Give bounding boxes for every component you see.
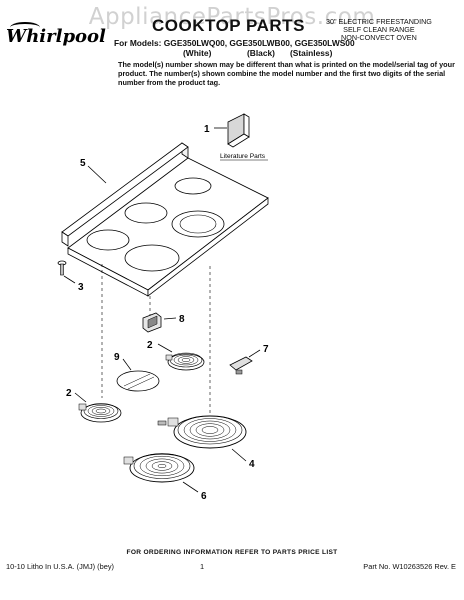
model-notice: The model(s) number shown may be differe… [118,60,455,87]
insulation-pad[interactable] [116,370,160,392]
model-list: For Models: GGE350LWQ00, GGE350LWB00, GG… [114,38,355,48]
part-number: Part No. W10263526 Rev. E [363,562,456,571]
cooktop-glass[interactable] [61,142,269,297]
callout-2-left: 2 [66,388,72,399]
variant-stainless: (Stainless) [290,48,333,58]
logo-swoosh-icon [10,22,40,33]
callout-8: 8 [179,314,185,325]
surface-element-small-upper[interactable] [165,352,205,371]
leader-5 [87,165,107,184]
callout-5: 5 [80,158,86,169]
watermark: AppliancePartsPros.com [88,4,376,30]
terminal-clip-part[interactable] [142,312,162,333]
leader-2-upper [157,343,173,353]
switch-part[interactable] [229,356,253,375]
leader-6 [182,481,199,493]
subtitle-line-3: NON-CONVECT OVEN [341,33,417,42]
variant-white: (White) [183,48,212,58]
literature-parts-label: Literature Parts [220,153,266,160]
callout-3: 3 [78,282,84,293]
leader-7 [248,349,261,358]
literature-part[interactable] [227,113,250,148]
surface-element-large-bottom[interactable] [123,453,195,483]
callout-9: 9 [114,352,120,363]
subtitle-line-1: 30" ELECTRIC FREESTANDING [326,17,432,26]
surface-element-large-dual[interactable] [157,415,247,449]
ordering-info: FOR ORDERING INFORMATION REFER TO PARTS … [126,549,338,556]
alignment-lines [101,264,211,418]
leader-4 [231,448,247,462]
leader-8 [163,317,177,320]
litho-info: 10-10 Litho In U.S.A. (JMJ) (bey) [6,562,115,571]
variant-black: (Black) [247,48,275,58]
surface-element-small-left[interactable] [78,403,122,423]
page-number: 1 [200,562,205,571]
page-title: COOKTOP PARTS [152,16,305,35]
leader-3 [63,275,76,284]
subtitle-line-2: SELF CLEAN RANGE [343,25,415,34]
callout-1: 1 [204,124,210,135]
callout-7: 7 [263,344,269,355]
leader-9 [122,358,132,371]
product-subtitle: 30" ELECTRIC FREESTANDING SELF CLEAN RAN… [326,18,432,42]
callout-2-upper: 2 [147,340,153,351]
callout-6: 6 [201,491,207,502]
callout-4: 4 [249,459,255,470]
leader-2-left [74,392,87,403]
brand-logo: Whirlpool [6,26,106,47]
screw-part[interactable] [57,260,67,276]
